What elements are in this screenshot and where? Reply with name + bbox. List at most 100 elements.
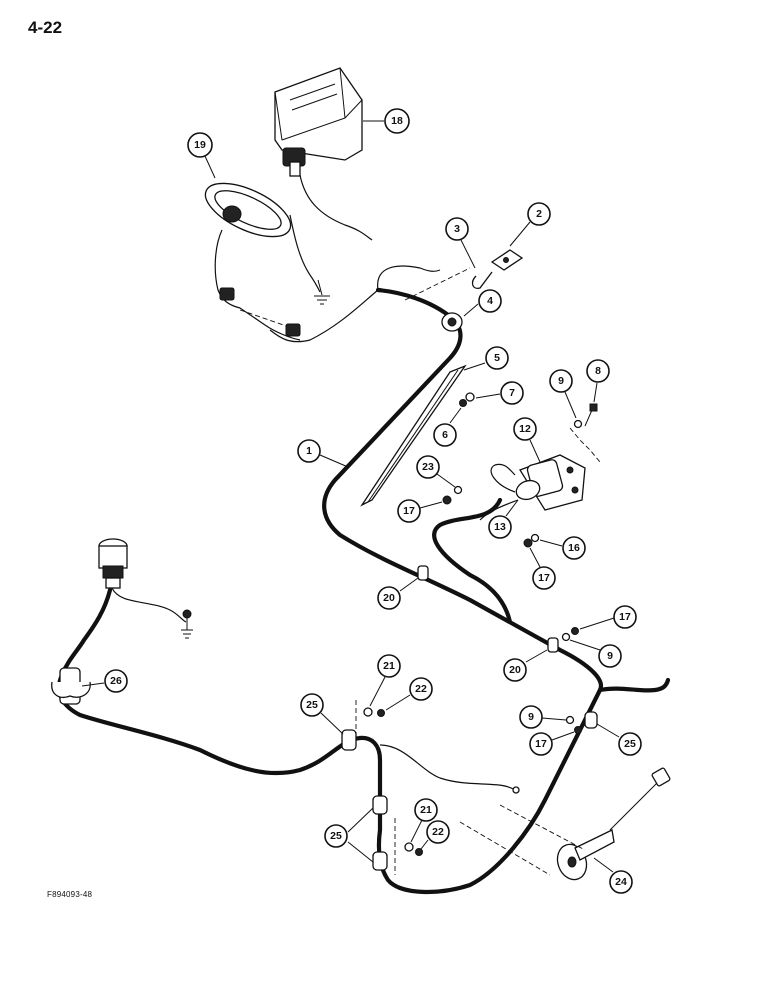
bolt-8: [584, 409, 593, 427]
lamp-connector-b: [285, 323, 301, 337]
ground-terminal-left: [181, 609, 193, 639]
ground-wire-left: [111, 587, 187, 623]
trailer-socket: [515, 454, 586, 511]
nut-7: [465, 392, 475, 402]
washer-9-b: [561, 632, 571, 642]
harness-channel: [360, 364, 467, 507]
svg-text:21: 21: [383, 660, 395, 672]
svg-text:24: 24: [615, 876, 627, 888]
svg-text:25: 25: [330, 830, 342, 842]
callout-9-b: 9: [598, 644, 622, 668]
callout-8: 8: [586, 359, 610, 383]
svg-text:22: 22: [415, 683, 427, 695]
work-lamp: [274, 67, 363, 177]
lamp-wire-c: [299, 174, 373, 241]
callout-17-c: 17: [613, 605, 637, 629]
svg-text:26: 26: [110, 675, 122, 687]
svg-text:9: 9: [558, 375, 564, 387]
lamp-wire-d: [289, 214, 321, 293]
svg-text:5: 5: [494, 352, 500, 364]
svg-text:12: 12: [519, 423, 531, 435]
svg-text:9: 9: [607, 650, 613, 662]
wire-clip: [471, 271, 493, 289]
callout-22-b: 22: [426, 820, 450, 844]
callout-21-b: 21: [414, 798, 438, 822]
callout-24: 24: [609, 870, 633, 894]
callout-23: 23: [416, 455, 440, 479]
callout-7: 7: [500, 381, 524, 405]
svg-text:25: 25: [306, 699, 318, 711]
nut-17-a: [442, 495, 452, 505]
svg-text:4: 4: [487, 295, 493, 307]
callout-12: 12: [513, 417, 537, 441]
callout-5: 5: [485, 346, 509, 370]
fuel-sender: [556, 767, 671, 881]
callout-13: 13: [488, 515, 512, 539]
callout-20-a: 20: [377, 586, 401, 610]
lamp-wire-a: [269, 289, 379, 343]
nut-22-a: [377, 709, 385, 717]
callout-21-a: 21: [377, 654, 401, 678]
svg-text:20: 20: [509, 664, 521, 676]
callout-18: 18: [384, 108, 410, 134]
svg-text:17: 17: [403, 505, 415, 517]
page-number: 4-22: [28, 18, 63, 37]
callout-17-b: 17: [532, 566, 556, 590]
socket-assembly-line: [569, 427, 601, 463]
svg-text:7: 7: [509, 387, 515, 399]
nut-22-b: [415, 848, 423, 856]
callout-layer: 18 19 3 2 4 5 7 6 9 8 1 12 23: [81, 108, 642, 894]
socket-wires: [479, 463, 519, 521]
clamp-25-right: [584, 711, 598, 729]
svg-text:19: 19: [194, 139, 206, 151]
svg-text:20: 20: [383, 592, 395, 604]
svg-text:9: 9: [528, 711, 534, 723]
callout-19: 19: [187, 132, 213, 158]
washer-6: [459, 399, 467, 407]
harness-branch-connector: [432, 497, 513, 625]
trailer-plug: [98, 538, 128, 589]
callout-20-b: 20: [503, 658, 527, 682]
nut-17-c: [571, 627, 579, 635]
svg-text:22: 22: [432, 826, 444, 838]
callout-2: 2: [527, 202, 551, 226]
main-harness-cable: [56, 287, 604, 894]
svg-text:17: 17: [538, 572, 550, 584]
callout-26: 26: [104, 669, 128, 693]
callout-9-c: 9: [519, 705, 543, 729]
nut-17-d: [574, 726, 582, 734]
callout-17-a: 17: [397, 499, 421, 523]
callout-3: 3: [445, 217, 469, 241]
washer-9-top: [573, 419, 583, 429]
svg-text:25: 25: [624, 738, 636, 750]
svg-text:23: 23: [422, 461, 434, 473]
lamp-wire-e: [214, 229, 301, 341]
washer-23: [453, 485, 463, 495]
washer-21-a: [363, 707, 373, 717]
clamp-20-b: [547, 637, 559, 653]
lamp-wire-b: [377, 265, 441, 291]
clamp-25-a: [341, 729, 357, 751]
figure-code: F894093-48: [47, 890, 93, 899]
callout-25-a: 25: [300, 693, 324, 717]
svg-text:17: 17: [619, 611, 631, 623]
svg-text:16: 16: [568, 542, 580, 554]
callout-6: 6: [433, 423, 457, 447]
clamp-25-b: [372, 795, 388, 815]
callout-4: 4: [478, 289, 502, 313]
clamp-25-c: [372, 851, 388, 871]
lamp-connector-a: [219, 287, 235, 301]
clamp-26: [51, 667, 91, 705]
svg-text:18: 18: [391, 115, 403, 127]
svg-text:2: 2: [536, 208, 542, 220]
grommet: [441, 312, 463, 332]
svg-text:13: 13: [494, 521, 506, 533]
svg-text:1: 1: [306, 445, 312, 457]
assembly-line-b: [404, 267, 471, 301]
svg-text:21: 21: [420, 804, 432, 816]
callout-17-d: 17: [529, 732, 553, 756]
harness-branch-right: [597, 677, 671, 693]
washer-9-c: [565, 715, 575, 725]
flood-lamp: [204, 182, 292, 238]
